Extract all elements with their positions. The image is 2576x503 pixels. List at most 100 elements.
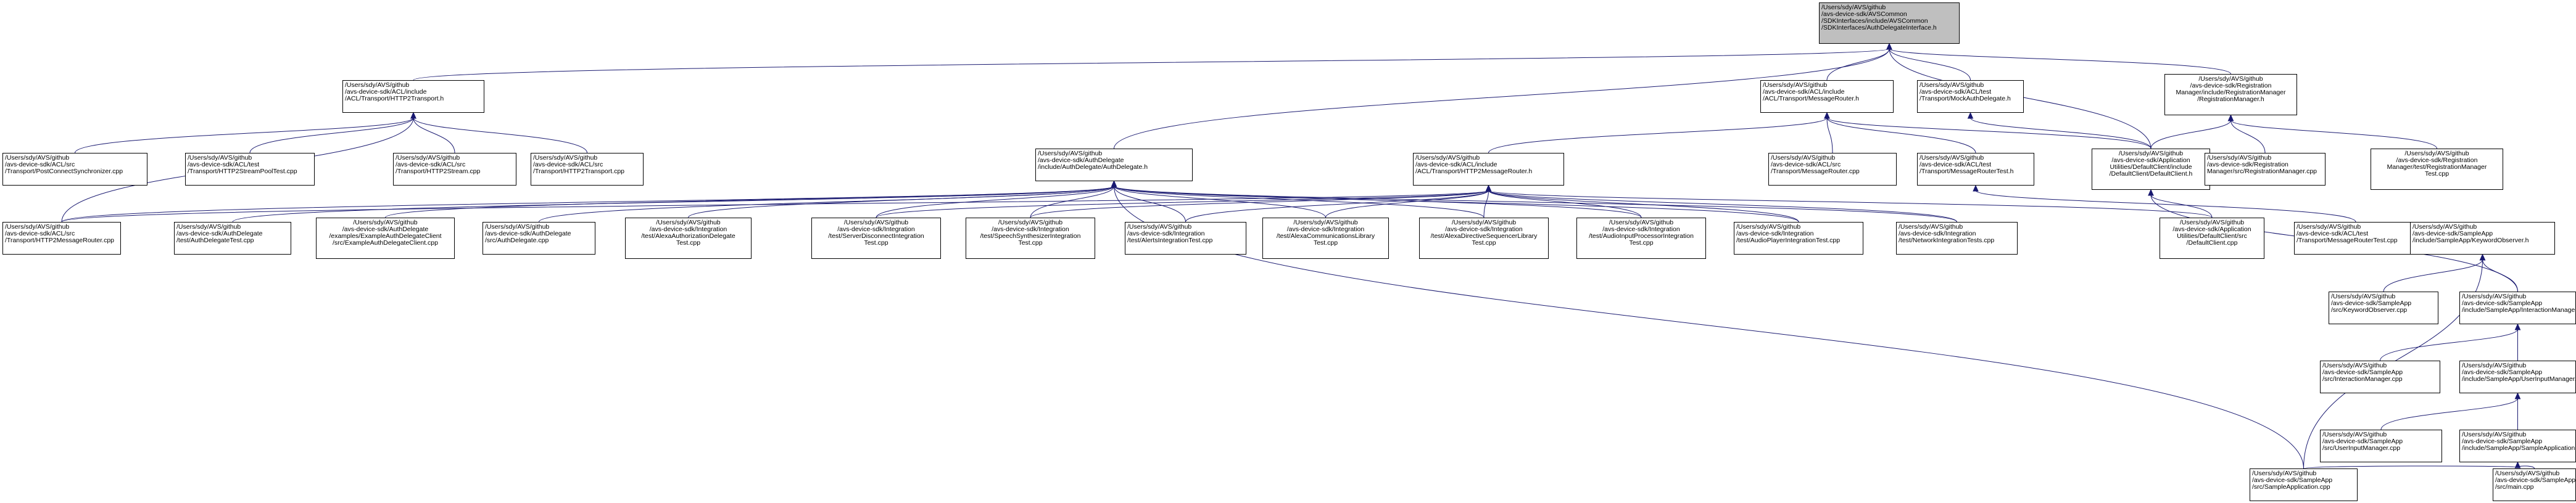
graph-node[interactable]: /Users/sdy/AVS/github/avs-device-sdk/ACL… <box>1917 153 2034 186</box>
graph-node[interactable]: /Users/sdy/AVS/github/avs-device-sdk/Sam… <box>2320 430 2442 462</box>
edge-line <box>249 117 414 153</box>
node-label-line: /avs-device-sdk/Integration <box>1127 230 1205 237</box>
node-label-line: /Transport/PostConnectSynchronizer.cpp <box>5 168 123 175</box>
graph-node[interactable]: /Users/sdy/AVS/github/avs-device-sdk/Sam… <box>2459 430 2576 462</box>
graph-node[interactable]: /Users/sdy/AVS/github/avs-device-sdk/Reg… <box>2205 153 2325 186</box>
graph-node[interactable]: /Users/sdy/AVS/github/avs-device-sdk/ACL… <box>393 153 516 186</box>
graph-node[interactable]: /Users/sdy/AVS/github/avs-device-sdk/ACL… <box>1413 153 1564 186</box>
graph-node[interactable]: /Users/sdy/AVS/github/avs-device-sdk/Int… <box>1262 218 1389 259</box>
node-label-line: /Users/sdy/AVS/github <box>2322 431 2387 438</box>
node-label-line: /Users/sdy/AVS/github <box>2198 75 2263 83</box>
graph-node[interactable]: /Users/sdy/AVS/github/avs-device-sdk/Sam… <box>2320 361 2440 393</box>
graph-node[interactable]: /Users/sdy/AVS/github/avs-device-sdk/ACL… <box>1917 80 2024 113</box>
node-label-line: /src/main.cpp <box>2495 483 2534 491</box>
node-label-line: /Users/sdy/AVS/github <box>533 154 598 162</box>
node-label-line: /Users/sdy/AVS/github <box>5 223 70 231</box>
node-label-line: /avs-device-sdk/SampleApp <box>2462 369 2543 376</box>
node-label-line: /Users/sdy/AVS/github <box>2412 223 2477 231</box>
node-label-line: /Transport/HTTP2Stream.cpp <box>396 168 481 175</box>
graph-node[interactable]: /Users/sdy/AVS/github/avs-device-sdk/ACL… <box>531 153 644 186</box>
edge-line <box>1488 190 1642 218</box>
node-label-line: /test/SpeechSynthesizerIntegration <box>980 232 1081 240</box>
graph-node[interactable]: /Users/sdy/AVS/github/avs-device-sdk/Int… <box>1125 222 1246 255</box>
graph-node[interactable]: /Users/sdy/AVS/github/avs-device-sdk/Sam… <box>2250 468 2358 501</box>
node-label-line: Utilities/DefaultClient/src <box>2177 232 2247 240</box>
node-label-line: Utilities/DefaultClient/include <box>2110 163 2192 171</box>
graph-node[interactable]: /Users/sdy/AVS/github/avs-device-sdk/ACL… <box>1768 153 1897 186</box>
graph-node[interactable]: /Users/sdy/AVS/github/avs-device-sdk/Aut… <box>316 218 455 259</box>
root-node[interactable]: /Users/sdy/AVS/github/avs-device-sdk/AVS… <box>1819 2 1960 44</box>
edge-arrowhead <box>410 112 416 119</box>
graph-node[interactable]: /Users/sdy/AVS/github/avs-device-sdk/ACL… <box>2294 222 2417 255</box>
edge-line <box>413 117 587 153</box>
node-label-line: /src/SampleApplication.cpp <box>2252 483 2330 491</box>
graph-node[interactable]: /Users/sdy/AVS/github/avs-device-sdk/Sam… <box>2410 222 2555 255</box>
graph-node[interactable]: /Users/sdy/AVS/github/avs-device-sdk/ACL… <box>2 153 147 186</box>
node-label-line: /Users/sdy/AVS/github <box>998 219 1063 226</box>
node-label-line: Test.cpp <box>864 239 888 247</box>
node-label-line: /Users/sdy/AVS/github <box>1609 219 1674 226</box>
graph-node[interactable]: /Users/sdy/AVS/github/avs-device-sdk/Int… <box>811 218 941 259</box>
node-label-line: /Users/sdy/AVS/github <box>2322 362 2387 369</box>
edge-line <box>1030 190 1489 218</box>
node-label-line: /avs-device-sdk/ACL/src <box>1771 161 1841 168</box>
graph-node[interactable]: /Users/sdy/AVS/github/avs-device-sdk/Int… <box>625 218 752 259</box>
node-label-line: /avs-device-sdk/ACL/test <box>1920 161 1992 168</box>
graph-node[interactable]: /Users/sdy/AVS/github/avs-device-sdk/Reg… <box>2164 74 2297 115</box>
edge-arrowhead <box>2514 323 2521 330</box>
edge-line <box>1488 190 2213 218</box>
graph-node[interactable]: /Users/sdy/AVS/github/avs-device-sdk/Sam… <box>2459 292 2576 324</box>
edge-line <box>413 117 455 153</box>
graph-node[interactable]: /Users/sdy/AVS/github/avs-device-sdk/Int… <box>1734 222 1863 255</box>
node-label-line: /Users/sdy/AVS/github <box>2179 219 2245 226</box>
node-label-line: /Users/sdy/AVS/github <box>353 219 418 226</box>
edge-line <box>232 186 1114 223</box>
node-label-line: /avs-device-sdk/Integration <box>837 226 915 233</box>
node-label-line: /avs-device-sdk/Registration <box>2396 157 2478 164</box>
node-label-line: /test/AlexaDirectiveSequencerLibrary <box>1430 232 1538 240</box>
node-label-line: /avs-device-sdk/Registration <box>2190 82 2272 89</box>
graph-node[interactable]: /Users/sdy/AVS/github/avs-device-sdk/Sam… <box>2329 292 2438 324</box>
node-label-line: /Users/sdy/AVS/github <box>2404 150 2469 157</box>
graph-node[interactable]: /Users/sdy/AVS/github/avs-device-sdk/Sam… <box>2459 361 2576 393</box>
graph-node[interactable]: /Users/sdy/AVS/github/avs-device-sdk/ACL… <box>2 222 121 255</box>
graph-node[interactable]: /Users/sdy/AVS/github/avs-device-sdk/Int… <box>1419 218 1549 259</box>
node-label-line: /Users/sdy/AVS/github <box>1293 219 1358 226</box>
edge-line <box>2150 194 2213 218</box>
node-label-line: /avs-device-sdk/Integration <box>649 226 727 233</box>
graph-node[interactable]: /Users/sdy/AVS/github/avs-device-sdk/Int… <box>1576 218 1706 259</box>
node-label-line: /ACL/Transport/HTTP2Transport.h <box>345 95 444 102</box>
graph-node[interactable]: /Users/sdy/AVS/github/avs-device-sdk/Int… <box>966 218 1095 259</box>
edge-line <box>1488 117 1828 153</box>
node-label-line: /SDKInterfaces/include/AVSCommon <box>1821 17 1928 25</box>
graph-node[interactable]: /Users/sdy/AVS/github/avs-device-sdk/ACL… <box>342 80 484 113</box>
graph-node[interactable]: /Users/sdy/AVS/github/avs-device-sdk/Aut… <box>1035 149 1193 181</box>
node-label-line: Manager/src/RegistrationManager.cpp <box>2207 168 2317 175</box>
node-label-line: /avs-device-sdk/SampleApp <box>2252 476 2333 484</box>
edge-arrowhead <box>1886 43 1892 50</box>
node-label-line: /Transport/HTTP2Transport.cpp <box>533 168 625 175</box>
node-label-line: Test.cpp <box>2424 170 2450 178</box>
edge-line <box>876 186 1114 218</box>
node-label-line: /avs-device-sdk/ACL/test <box>188 161 260 168</box>
graph-node[interactable]: /Users/sdy/AVS/github/avs-device-sdk/ACL… <box>185 153 315 186</box>
edge-line <box>61 190 1489 223</box>
node-label-line: /avs-device-sdk/SampleApp <box>2331 300 2412 307</box>
node-label-line: /Transport/MessageRouterTest.cpp <box>2296 237 2398 244</box>
graph-node[interactable]: /Users/sdy/AVS/github/avs-device-sdk/Aut… <box>174 222 291 255</box>
graph-node[interactable]: /Users/sdy/AVS/github/avs-device-sdk/Reg… <box>2371 149 2503 190</box>
node-label-line: /Users/sdy/AVS/github <box>2252 470 2317 477</box>
graph-node[interactable]: /Users/sdy/AVS/github/avs-device-sdk/Int… <box>1896 222 2018 255</box>
graph-node[interactable]: /Users/sdy/AVS/github/avs-device-sdk/Sam… <box>2493 468 2576 501</box>
edge-arrowhead <box>1824 112 1830 119</box>
node-label-line: /ACL/Transport/HTTP2MessageRouter.h <box>1415 168 1533 175</box>
graph-node[interactable]: /Users/sdy/AVS/github/avs-device-sdk/ACL… <box>1760 80 1894 113</box>
node-label-line: /Users/sdy/AVS/github <box>843 219 909 226</box>
node-label-line: /test/AlexaAuthorizationDelegate <box>641 232 735 240</box>
graph-node[interactable]: /Users/sdy/AVS/github/avs-device-sdk/Aut… <box>482 222 595 255</box>
graph-node[interactable]: /Users/sdy/AVS/github/avs-device-sdk/App… <box>2160 218 2264 259</box>
node-label-line: /avs-device-sdk/ACL/src <box>396 161 466 168</box>
node-label-line: /Users/sdy/AVS/github <box>2331 293 2396 300</box>
graph-node[interactable]: /Users/sdy/AVS/github/avs-device-sdk/App… <box>2092 149 2210 190</box>
node-label-line: /avs-device-sdk/ACL/src <box>5 230 75 237</box>
